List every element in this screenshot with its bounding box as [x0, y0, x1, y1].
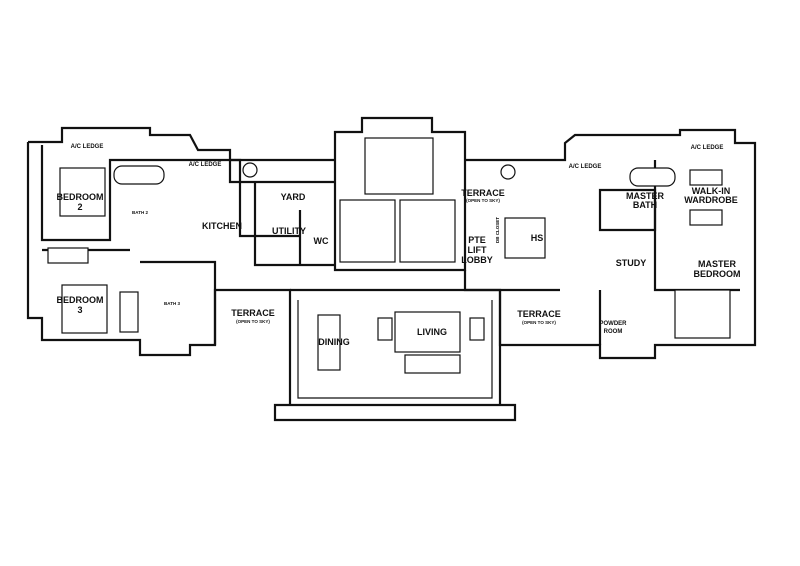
bed-bedroom3	[61, 284, 108, 334]
label-bath2: BATH 2	[132, 210, 148, 215]
washer-right	[500, 164, 516, 180]
label-master-bath: MASTER	[626, 191, 665, 201]
label-bedroom3-num: 3	[77, 305, 82, 315]
label-pte: PTE	[468, 235, 486, 245]
label-terrace: TERRACE	[461, 188, 505, 198]
bathtub-left	[113, 165, 165, 185]
label-bedroom3: BEDROOM	[57, 295, 104, 305]
label-powder: POWDER	[600, 321, 628, 327]
label-terrace: TERRACE	[231, 308, 275, 318]
bed-bedroom2	[59, 167, 106, 217]
label-dining: DINING	[318, 337, 350, 347]
sofa	[404, 354, 461, 374]
lift-shaft-left	[339, 199, 396, 263]
label-ac-ledge: A/C LEDGE	[569, 164, 602, 170]
label-utility: UTILITY	[272, 226, 306, 236]
label-bedroom2-num: 2	[77, 202, 82, 212]
label-bath3: BATH 3	[164, 301, 180, 306]
label-room: ROOM	[604, 329, 623, 335]
label-living: LIVING	[417, 327, 447, 337]
label-kitchen: KITCHEN	[202, 221, 242, 231]
wardrobe-walkin-1	[689, 169, 723, 186]
label-open-to-sky: (OPEN TO SKY)	[522, 320, 556, 325]
wardrobe-bedroom2	[47, 247, 89, 264]
walls	[26, 116, 757, 422]
label-bedroom2: BEDROOM	[57, 192, 104, 202]
armchair-left	[377, 317, 393, 341]
label-open-to-sky: (OPEN TO SKY)	[466, 198, 500, 203]
washer	[242, 162, 258, 178]
label-db-closet: DB CLOSET	[495, 217, 500, 243]
wardrobe-walkin-2	[689, 209, 723, 226]
label-wc: WC	[314, 236, 329, 246]
room-labels: A/C LEDGE A/C LEDGE BEDROOM 2 BATH 2 KIT…	[57, 144, 741, 347]
armchair-right	[469, 317, 485, 341]
label-lobby: LOBBY	[461, 255, 493, 265]
lift-shaft-right	[399, 199, 456, 263]
label-master-bedroom-2: BEDROOM	[694, 269, 741, 279]
label-ac-ledge: A/C LEDGE	[71, 144, 104, 150]
dining-table	[317, 314, 341, 371]
label-walk-in: WALK-IN	[692, 186, 731, 196]
label-ac-ledge: A/C LEDGE	[691, 145, 724, 151]
label-yard: YARD	[281, 192, 306, 202]
label-hs: HS	[531, 233, 544, 243]
coffee-table	[394, 311, 461, 353]
wardrobe-bedroom3	[119, 291, 139, 333]
bed-master	[674, 289, 731, 339]
label-ac-ledge: A/C LEDGE	[189, 162, 222, 168]
lift-shaft-top	[364, 137, 434, 195]
label-terrace: TERRACE	[517, 309, 561, 319]
label-master-bath-2: BATH	[633, 200, 657, 210]
label-study: STUDY	[616, 258, 647, 268]
bathtub-right	[629, 167, 676, 187]
hs-shelter	[504, 217, 546, 259]
furniture	[47, 162, 731, 374]
label-master-bedroom: MASTER	[698, 259, 737, 269]
label-wardrobe: WARDROBE	[684, 195, 738, 205]
label-open-to-sky: (OPEN TO SKY)	[236, 319, 270, 324]
label-lift: LIFT	[468, 245, 487, 255]
